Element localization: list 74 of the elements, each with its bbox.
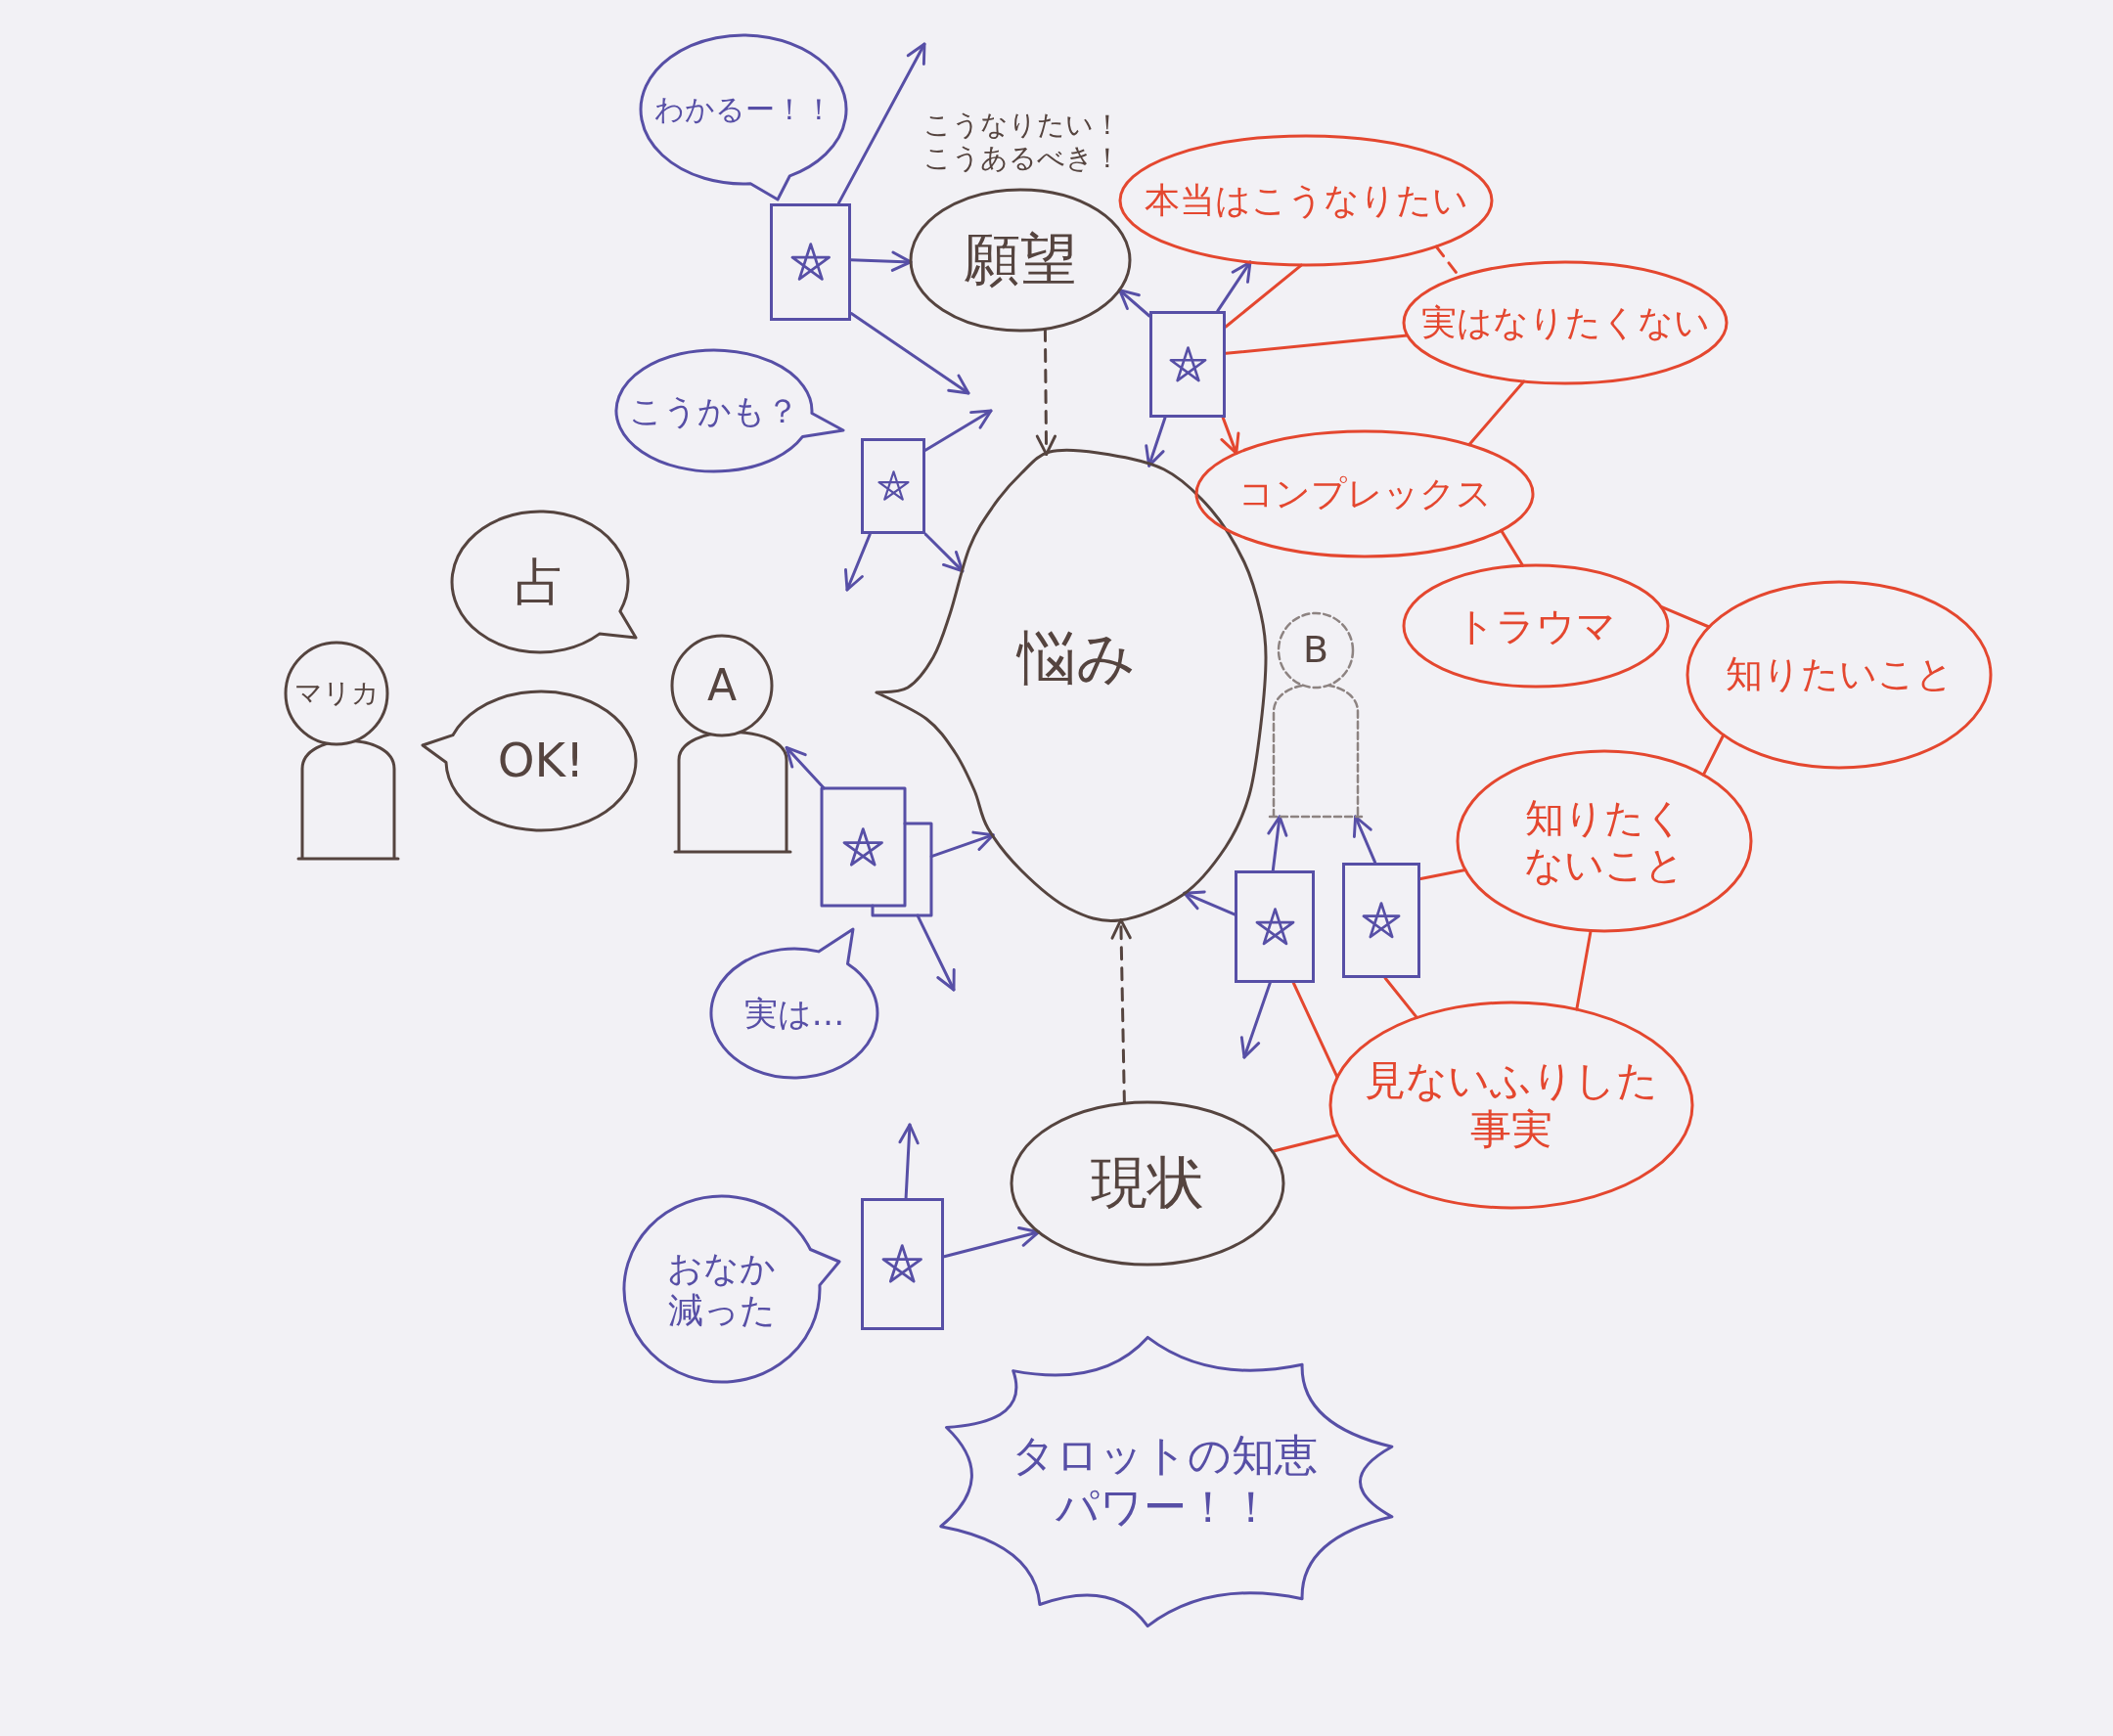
speech-bubble xyxy=(423,691,636,830)
person-label: B xyxy=(1302,628,1329,673)
arrow xyxy=(1267,815,1288,872)
node-label: 現状 xyxy=(1091,1149,1204,1218)
oval xyxy=(1404,565,1668,687)
annotation-text: こうなりたい！こうあるべき！ xyxy=(922,109,1122,175)
card xyxy=(822,788,931,915)
oval xyxy=(1458,751,1751,931)
oval xyxy=(1120,136,1492,265)
oval xyxy=(1404,262,1727,383)
arrow xyxy=(942,1226,1041,1259)
arrow xyxy=(785,745,826,790)
speech-text: わかるー！！ xyxy=(653,92,833,127)
oval xyxy=(1196,431,1533,556)
connector-line xyxy=(1575,929,1593,1011)
node-label: 知りたくないこと xyxy=(1523,794,1686,888)
person-figure xyxy=(286,643,398,859)
arrow xyxy=(849,312,970,395)
card xyxy=(861,438,925,534)
speech-bubble xyxy=(452,512,636,652)
connector-line xyxy=(1383,976,1418,1019)
speech-text: タロットの知恵パワー！！ xyxy=(1010,1430,1319,1534)
connector-line xyxy=(1500,528,1525,567)
node-label: 本当はこうなりたい xyxy=(1144,179,1468,222)
connector-line xyxy=(1271,1134,1340,1153)
node-label: 悩み xyxy=(1016,622,1136,692)
card xyxy=(861,1198,944,1330)
arrow xyxy=(923,532,965,573)
person-label: A xyxy=(706,659,738,712)
oval xyxy=(1012,1102,1283,1265)
arrow xyxy=(844,532,872,592)
connector-line xyxy=(1224,263,1303,329)
arrow xyxy=(1239,981,1272,1059)
speech-bubble xyxy=(624,1196,839,1382)
speech-text: OK! xyxy=(497,733,585,789)
person-label: マリカ xyxy=(293,677,380,710)
arrow xyxy=(1183,890,1236,916)
connector-line xyxy=(1659,604,1711,629)
card xyxy=(770,203,851,321)
speech-text: こうかも？ xyxy=(629,390,799,431)
arrow xyxy=(1220,416,1240,455)
person-figure xyxy=(672,636,790,852)
arrow xyxy=(1352,815,1377,865)
arrow xyxy=(923,409,993,452)
speech-text: 実は… xyxy=(743,993,845,1034)
oval xyxy=(1687,582,1991,768)
node-label: 実はなりたくない xyxy=(1420,301,1710,344)
speech-bubble xyxy=(641,35,846,200)
speech-bubble xyxy=(711,929,877,1078)
speech-text: 占 xyxy=(515,551,565,613)
arrow xyxy=(836,42,926,205)
connector-line xyxy=(1467,379,1526,447)
speech-text: おなか減った xyxy=(666,1246,778,1332)
node-label: コンプレックス xyxy=(1237,472,1492,515)
connector-line xyxy=(1224,334,1409,355)
node-label: 知りたいこと xyxy=(1725,652,1954,697)
person-figure xyxy=(1270,613,1362,817)
arrow xyxy=(1145,416,1167,467)
speech-bubble xyxy=(616,350,843,471)
oval xyxy=(1330,1002,1692,1208)
arrow xyxy=(1216,260,1252,313)
dashed-arrow xyxy=(1110,918,1132,1105)
connector-line xyxy=(1291,981,1339,1079)
arrow xyxy=(1118,289,1151,318)
arrow xyxy=(849,250,913,272)
node-label: 願望 xyxy=(964,226,1077,294)
node-label: 見ないふりした事実 xyxy=(1364,1055,1659,1155)
node-label: トラウマ xyxy=(1456,602,1616,649)
card xyxy=(1342,863,1420,978)
connector-line xyxy=(1418,868,1467,880)
card xyxy=(1235,870,1315,983)
card xyxy=(1149,311,1226,418)
connector-line xyxy=(1701,734,1726,777)
arrow xyxy=(898,1123,920,1200)
